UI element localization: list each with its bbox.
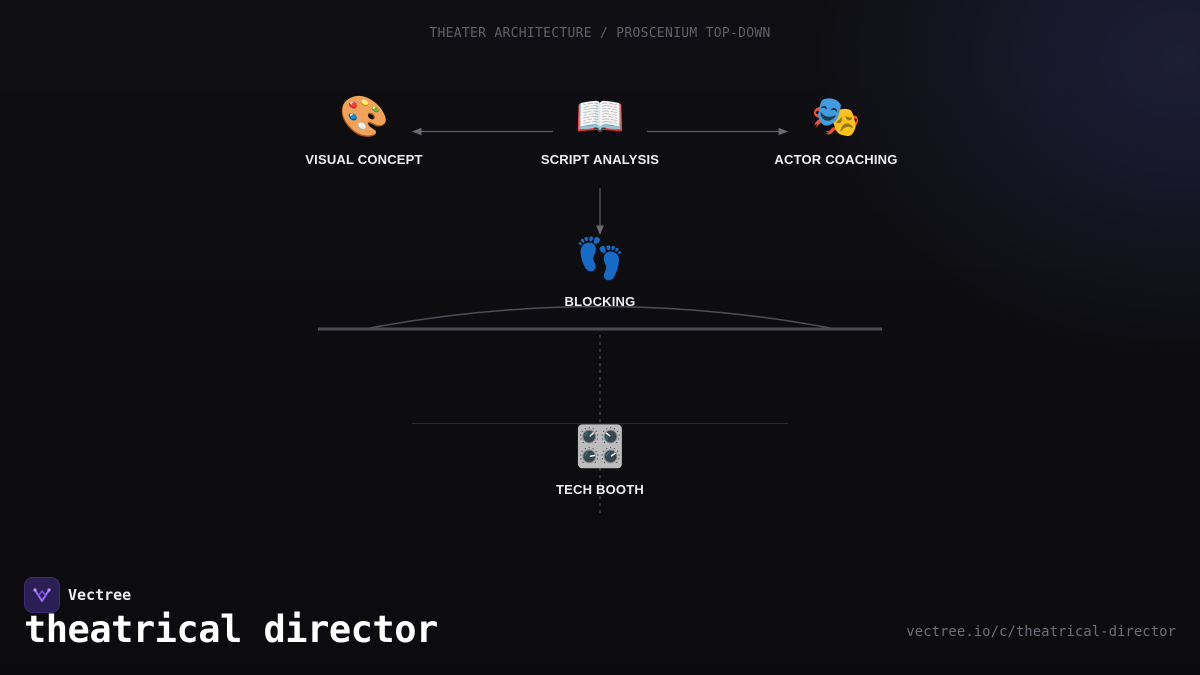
node-visual-concept: 🎨 VISUAL CONCEPT	[274, 90, 454, 167]
node-blocking: 👣 BLOCKING	[510, 232, 690, 309]
node-tech-booth: 🎛️ TECH BOOTH	[510, 420, 690, 497]
node-label: ACTOR COACHING	[774, 152, 898, 167]
node-label: BLOCKING	[564, 294, 636, 309]
node-label: SCRIPT ANALYSIS	[540, 152, 660, 167]
stage-apron-curve	[369, 305, 831, 329]
brand[interactable]: Vectree	[24, 577, 131, 613]
node-label: VISUAL CONCEPT	[305, 152, 423, 167]
diagram-heading: THEATER ARCHITECTURE / PROSCENIUM TOP-DO…	[429, 26, 771, 41]
node-label: TECH BOOTH	[556, 482, 644, 497]
page-title: theatrical director	[24, 608, 438, 651]
control-knobs-icon: 🎛️	[575, 424, 625, 470]
theater-masks-icon: 🎭	[811, 94, 861, 140]
page-url-link[interactable]: vectree.io/c/theatrical-director	[906, 624, 1176, 640]
palette-icon: 🎨	[339, 94, 389, 140]
brand-name: Vectree	[68, 586, 132, 604]
footprints-icon: 👣	[575, 236, 625, 282]
node-actor-coaching: 🎭 ACTOR COACHING	[746, 90, 926, 167]
vectree-logo-icon	[24, 577, 60, 613]
node-script-analysis: 📖 SCRIPT ANALYSIS	[510, 90, 690, 167]
open-book-icon: 📖	[575, 94, 625, 140]
